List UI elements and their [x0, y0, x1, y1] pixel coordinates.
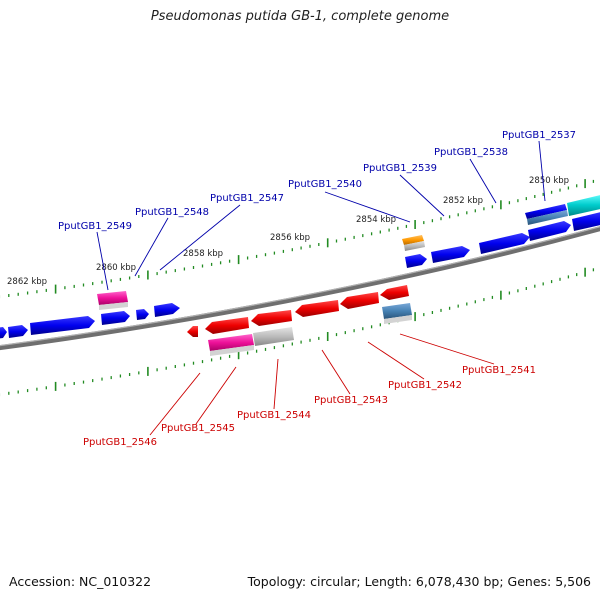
grey-feature	[253, 327, 294, 346]
grey-feature	[404, 241, 425, 251]
forward-gene	[154, 303, 180, 317]
leader-line	[469, 158, 497, 204]
forward-gene-label: PputGB1_2539	[363, 163, 437, 174]
steel-feature	[382, 303, 412, 319]
kbp-label: 2860 kbp	[96, 263, 136, 273]
forward-gene-label: PputGB1_2549	[58, 221, 132, 232]
reverse-strand-genes	[187, 285, 412, 356]
reverse-gene	[187, 326, 198, 337]
forward-gene-label: PputGB1_2547	[210, 193, 284, 204]
kbp-label: 2854 kbp	[356, 215, 396, 225]
leader-line	[273, 358, 279, 410]
reverse-gene	[205, 317, 249, 334]
page-title: Pseudomonas putida GB-1, complete genome	[150, 9, 450, 24]
kbp-label: 2850 kbp	[529, 176, 569, 186]
leader-line	[134, 217, 169, 277]
reverse-gene	[340, 292, 379, 309]
reverse-gene-label: PputGB1_2544	[237, 410, 311, 421]
orange-feature	[402, 235, 424, 245]
magenta-feature-shadow	[99, 302, 128, 310]
leader-line	[367, 341, 425, 380]
forward-gene	[405, 254, 427, 268]
reverse-gene-label: PputGB1_2545	[161, 423, 235, 434]
forward-gene	[136, 309, 149, 320]
magenta-feature-shadow	[210, 345, 254, 356]
reverse-gene-label: PputGB1_2543	[314, 395, 388, 406]
forward-gene	[8, 325, 28, 338]
reverse-gene-label: PputGB1_2542	[388, 380, 462, 391]
inner-tick-ring	[0, 267, 595, 397]
outer-tick-ring	[0, 179, 595, 299]
forward-strand-genes	[0, 195, 600, 339]
reverse-gene-label: PputGB1_2546	[83, 437, 157, 448]
steel-feature-shadow	[384, 315, 412, 324]
reverse-leader-lines	[149, 333, 495, 436]
leader-line	[324, 191, 411, 223]
genome-backbone-highlight	[0, 226, 600, 347]
leader-line	[96, 231, 109, 291]
leader-line	[195, 366, 237, 425]
magenta-feature	[97, 291, 128, 305]
accession-text: Accession: NC_010322	[9, 574, 152, 589]
kbp-label: 2852 kbp	[443, 196, 483, 206]
kbp-label: 2862 kbp	[7, 277, 47, 287]
leader-line	[321, 349, 351, 395]
forward-gene	[431, 246, 470, 263]
forward-gene	[479, 233, 530, 254]
magenta-feature	[208, 334, 254, 351]
forward-gene-label: PputGB1_2538	[434, 147, 508, 158]
cyan-feature	[567, 195, 600, 216]
reverse-gene-label: PputGB1_2541	[462, 365, 536, 376]
leader-line	[149, 372, 201, 436]
forward-gene	[528, 221, 571, 241]
leader-line	[538, 140, 546, 202]
genome-backbone	[0, 226, 600, 351]
leader-line	[399, 333, 495, 365]
forward-gene	[0, 327, 7, 339]
genome-summary-text: Topology: circular; Length: 6,078,430 bp…	[247, 574, 591, 589]
steel-feature	[527, 210, 568, 225]
forward-gene-label: PputGB1_2537	[502, 130, 576, 141]
forward-gene	[525, 204, 567, 219]
forward-gene-label: PputGB1_2548	[135, 207, 209, 218]
leader-line	[399, 174, 445, 217]
forward-gene	[572, 212, 600, 231]
kbp-label: 2858 kbp	[183, 249, 223, 259]
kbp-label: 2856 kbp	[270, 233, 310, 243]
reverse-gene	[295, 300, 339, 317]
reverse-gene	[380, 285, 409, 300]
leader-line	[159, 204, 241, 271]
reverse-gene	[251, 310, 292, 326]
forward-gene	[101, 311, 130, 325]
forward-gene	[30, 316, 95, 335]
forward-gene-label: PputGB1_2540	[288, 179, 362, 190]
forward-leader-lines	[96, 140, 546, 291]
